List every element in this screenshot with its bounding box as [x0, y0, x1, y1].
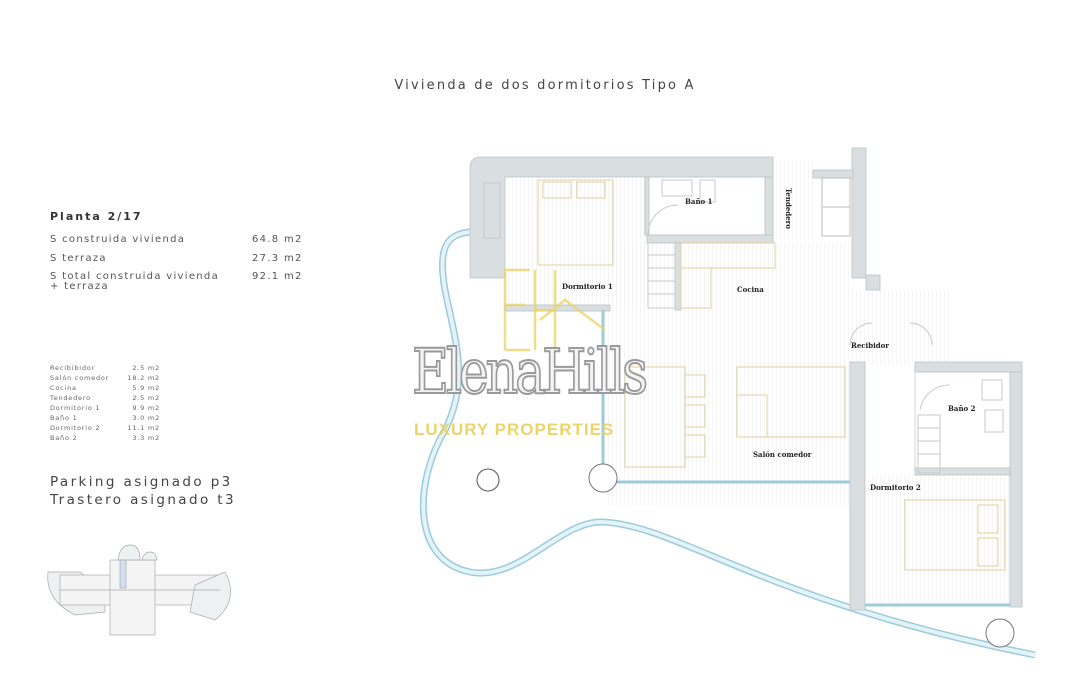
room-bano1 [646, 176, 766, 236]
surface-row: S construida vivienda 64.8 m2 [50, 234, 303, 245]
floor-label: Planta 2/17 [50, 210, 143, 223]
list-item: Dormitorio 1 9.9 m2 [50, 404, 160, 414]
room-name: Baño 1 [50, 414, 78, 422]
list-item: Recibibidor 2.5 m2 [50, 364, 160, 374]
room-area: 18.2 m2 [127, 374, 160, 382]
surface-label: S total construida vivienda [50, 271, 219, 282]
room-tendedero [773, 160, 813, 240]
surface-label: S terraza [50, 253, 107, 264]
label-dormitorio2: Dormitorio 2 [870, 483, 921, 492]
label-cocina: Cocina [737, 285, 764, 294]
room-name: Tendedero [50, 394, 91, 402]
room-name: Baño 2 [50, 434, 78, 442]
surface-row: S terraza 27.3 m2 [50, 253, 303, 264]
room-area: 2.5 m2 [132, 394, 160, 402]
room-salon [605, 243, 850, 505]
surface-value: 64.8 m2 [252, 234, 303, 245]
column-circle [588, 463, 618, 493]
surface-value: 27.3 m2 [252, 253, 303, 264]
list-item: Baño 2 3.3 m2 [50, 434, 160, 444]
watermark-logo-text: ElenaHills [411, 334, 649, 409]
list-item: Cocina 5.9 m2 [50, 384, 160, 394]
label-bano2: Baño 2 [948, 404, 976, 413]
surface-row: S total construida vivienda + terraza 92… [50, 271, 303, 292]
column-circle [476, 468, 500, 492]
room-bano2 [914, 371, 1011, 473]
walls [469, 147, 1023, 611]
watermark-monogram [503, 268, 606, 352]
list-item: Baño 1 3.0 m2 [50, 414, 160, 424]
page-title: Vivienda de dos dormitorios Tipo A [394, 78, 696, 93]
room-area: 3.0 m2 [132, 414, 160, 422]
storage-label: Trastero asignado t3 [50, 492, 236, 508]
room-area: 2.5 m2 [132, 364, 160, 372]
surface-label-cont: + terraza [50, 281, 109, 292]
surface-label: S construida vivienda [50, 234, 186, 245]
room-name: Dormitorio 1 [50, 404, 101, 412]
label-salon: Salón comedor [753, 450, 812, 459]
room-area: 9.9 m2 [132, 404, 160, 412]
windows [601, 310, 1010, 607]
room-name: Recibibidor [50, 364, 96, 372]
room-area-list: Recibibidor 2.5 m2 Salón comedor 18.2 m2 C… [50, 364, 160, 444]
watermark-tagline: LUXURY PROPERTIES [414, 420, 615, 439]
parking-label: Parking asignado p3 [50, 474, 233, 490]
building-key-plan [47, 544, 231, 636]
room-name: Cocina [50, 384, 77, 392]
room-area: 5.9 m2 [132, 384, 160, 392]
label-dormitorio1: Dormitorio 1 [562, 282, 613, 291]
room-dormitorio2 [865, 475, 1010, 605]
furniture [537, 179, 1006, 571]
room-name: Dormitorio 2 [50, 424, 101, 432]
room-area: 11.1 m2 [127, 424, 160, 432]
label-bano1: Baño 1 [685, 197, 713, 206]
room-recibidor [850, 290, 950, 365]
list-item: Salón comedor 18.2 m2 [50, 374, 160, 384]
surface-value: 92.1 m2 [252, 271, 303, 282]
column-circle [985, 618, 1015, 648]
room-name: Salón comedor [50, 374, 110, 382]
room-area: 3.3 m2 [132, 434, 160, 442]
list-item: Tendedero 2.5 m2 [50, 394, 160, 404]
label-tendedero: Tendedero [784, 188, 793, 229]
label-recibidor: Recibidor [851, 341, 889, 350]
list-item: Dormitorio 2 11.1 m2 [50, 424, 160, 434]
